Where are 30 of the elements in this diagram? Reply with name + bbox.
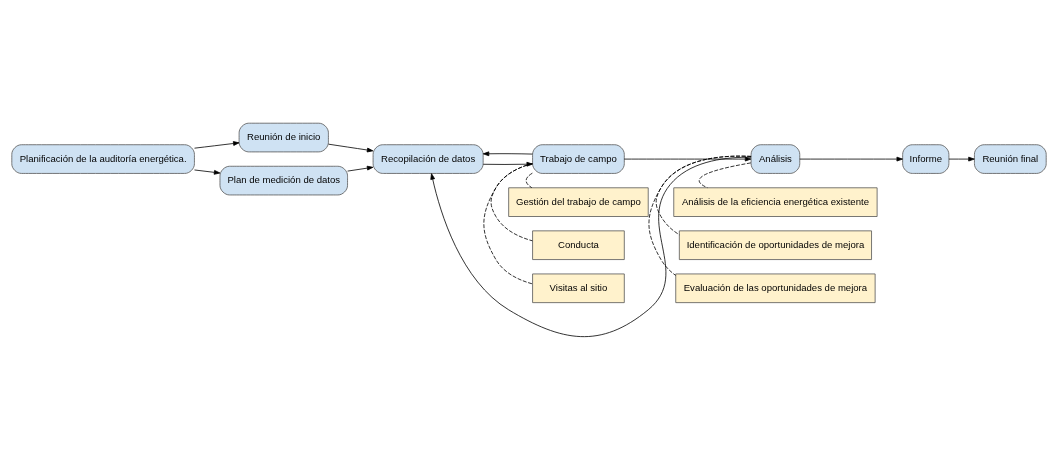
node-box: Recopilación de datos (372, 144, 484, 174)
connector (648, 155, 752, 276)
arrow (948, 156, 975, 162)
node-box: Análisis (750, 144, 801, 174)
connector (655, 155, 752, 236)
node-box: Conducta (532, 230, 625, 260)
node-box: Reunión de inicio (238, 122, 329, 153)
node-box: Gestión del trabajo de campo (508, 187, 649, 217)
arrow (482, 161, 533, 167)
connector (698, 162, 752, 189)
node-box: Análisis de la eficiencia energética existente (673, 187, 878, 217)
node-box: Identificación de oportunidades de mejora (678, 230, 872, 260)
node-box: Reunión final (974, 144, 1047, 174)
arrow (623, 156, 752, 162)
arrow (194, 141, 240, 149)
arrow (328, 143, 374, 153)
arrow (430, 156, 752, 337)
arrow (347, 165, 374, 172)
connector (525, 172, 533, 189)
node-box: Plan de medición de datos (219, 165, 348, 196)
connector (490, 163, 533, 242)
node-box: Evaluación de las oportunidades de mejora (675, 273, 876, 304)
arrow (799, 156, 903, 162)
arrow (194, 169, 221, 175)
node-box: Informe (902, 144, 950, 174)
arrow (482, 151, 533, 157)
node-box: Visitas al sitio (532, 273, 625, 304)
connector (483, 163, 533, 285)
node-box: Planificación de la auditoría energética. (11, 144, 195, 174)
node-box: Trabajo de campo (532, 144, 625, 174)
